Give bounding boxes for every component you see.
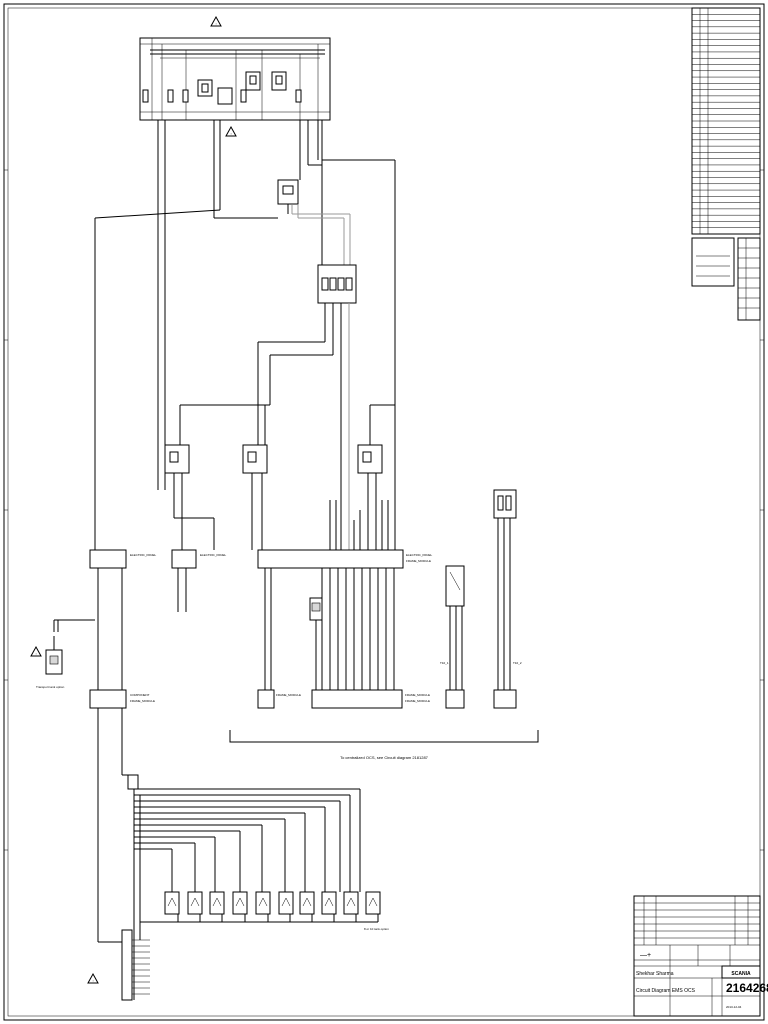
warning-triangle-icon: ! [225, 125, 237, 137]
frame-module-2-sub: FRAME_MODULE [405, 699, 430, 703]
coolant-label-2: T10_2 [513, 661, 522, 665]
wire-harness-upper [94, 120, 351, 550]
legend-box [691, 237, 761, 321]
ecu-control-unit [139, 37, 331, 121]
svg-text:!: ! [231, 132, 232, 136]
frame-module-2: FRAME_MODULE FRAME_MODULE [311, 689, 430, 709]
component-sub: FRAME_MODULE [130, 699, 155, 703]
frame-module-1: FRAME_MODULE [257, 689, 301, 709]
electric-panel-3-sub: FRAME_MODULE [406, 559, 431, 563]
wire-harness-middle [179, 159, 396, 555]
title-block: —+ Shekhar Sharma SCANIA Circuit Diagram… [633, 895, 768, 1017]
component-label: COMPONENT [130, 693, 150, 697]
electric-panel-3: ELECTRIC_PANEL FRAME_MODULE [257, 549, 432, 569]
connector-block [317, 264, 357, 304]
frame-module-2-label: FRAME_MODULE [405, 693, 430, 697]
electric-panel-3-label: ELECTRIC_PANEL [406, 553, 432, 557]
projection-symbol-icon: —+ [640, 952, 651, 959]
drawing-title: Circuit Diagram EMS OCS [636, 988, 696, 994]
wire-left-column [97, 568, 187, 690]
drawing-date: 2013-12-04 [726, 1005, 742, 1009]
transport-tank-sensor: Transport tank option [36, 619, 95, 689]
redirect-bracket: To centralized OCS, see Circuit diagram … [229, 730, 539, 760]
drawing-frame [3, 3, 765, 1021]
drawn-by: Shekhar Sharma [636, 971, 674, 977]
frame-module-1-label: FRAME_MODULE [276, 693, 301, 697]
small-relay [309, 597, 323, 690]
svg-text:!: ! [93, 979, 94, 983]
coolant-label-1: T10_1 [440, 661, 449, 665]
relay-3 [357, 444, 383, 550]
wire-bundle-middle [329, 500, 389, 555]
electric-panel-1: ELECTRIC_PANEL [89, 549, 156, 569]
level-sensor-1: T10_1 [440, 565, 465, 709]
warning-triangle-icon: ! [30, 645, 42, 657]
relay-1 [164, 444, 215, 550]
wires-to-frame-modules [264, 568, 395, 690]
electric-panel-2: ELECTRIC_PANEL [171, 549, 226, 569]
tank-option-label: 8 or 10 tank option [364, 927, 389, 931]
tank-sensor-bundle [127, 774, 361, 1000]
electric-panel-1-label: ELECTRIC_PANEL [130, 553, 156, 557]
component-block: COMPONENT FRAME_MODULE [89, 689, 155, 942]
bottom-junction [98, 929, 150, 1001]
tank-sensor-row: 8 or 10 tank option [140, 891, 389, 931]
redirect-note: To centralized OCS, see Circuit diagram … [340, 755, 429, 760]
warning-triangle-icon: ! [87, 972, 99, 984]
brand-logo: SCANIA [731, 971, 751, 977]
relay-2 [242, 444, 268, 550]
relay-box-upper [277, 179, 299, 214]
electric-panel-2-label: ELECTRIC_PANEL [200, 553, 226, 557]
transport-tank-label: Transport tank option [36, 685, 65, 689]
svg-text:!: ! [36, 652, 37, 656]
level-sensor-2: T10_2 [493, 489, 522, 709]
svg-text:!: ! [216, 22, 217, 26]
warning-triangle-icon: ! [210, 15, 222, 27]
drawing-number: 2164268 [726, 981, 768, 995]
reference-table [691, 7, 761, 235]
